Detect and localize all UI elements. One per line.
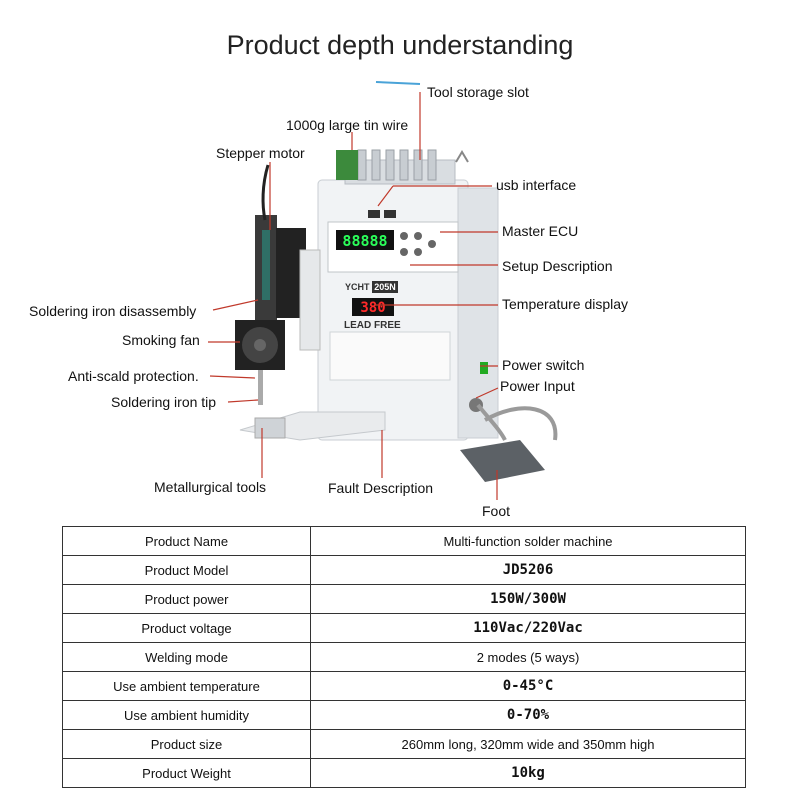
label-power-input: Power Input [500,378,575,394]
label-usb-interface: usb interface [496,177,577,193]
label-tin-wire: 1000g large tin wire [286,117,409,133]
brand-label: YCHT [345,282,370,292]
label-foot: Foot [482,503,511,519]
table-row: Product Name Multi-function solder machi… [62,526,746,556]
label-power-switch: Power switch [502,357,585,373]
spec-value: 2 modes (5 ways) [310,642,746,672]
spec-value: JD5206 [310,555,746,585]
spec-value: 0-45°C [310,671,746,701]
spec-value: 10kg [310,758,746,788]
label-stepper-motor: Stepper motor [216,145,305,161]
temperature-readout: 380 [360,300,385,316]
label-smoking-fan: Smoking fan [122,332,200,348]
page-title: Product depth understanding [226,30,574,60]
spec-key: Use ambient temperature [62,671,311,701]
table-row: Product size 260mm long, 320mm wide and … [62,729,746,759]
model-badge: 205N [374,282,396,292]
spec-key: Product Model [62,555,311,585]
spec-value: 0-70% [310,700,746,730]
table-row: Product power 150W/300W [62,584,746,614]
table-row: Welding mode 2 modes (5 ways) [62,642,746,672]
label-iron-tip: Soldering iron tip [111,394,217,410]
product-illustration: 88888 YCHT 205N 380 LEAD FREE [208,81,558,500]
table-row: Product Model JD5206 [62,555,746,585]
label-temperature-display: Temperature display [502,296,629,312]
label-iron-disassembly: Soldering iron disassembly [29,303,197,319]
spec-key: Use ambient humidity [62,700,311,730]
label-metallurgical-tools: Metallurgical tools [154,479,267,495]
spec-key: Product Weight [62,758,311,788]
table-row: Use ambient temperature 0-45°C [62,671,746,701]
lead-free-label: LEAD FREE [344,320,401,331]
ecu-readout: 88888 [342,232,387,250]
spec-key: Product size [62,729,311,759]
label-fault-description: Fault Description [328,480,434,496]
spec-key: Product Name [62,526,311,556]
label-master-ecu: Master ECU [502,223,579,239]
table-row: Product Weight 10kg [62,758,746,788]
spec-value: 260mm long, 320mm wide and 350mm high [310,729,746,759]
spec-key: Product voltage [62,613,311,643]
spec-value: Multi-function solder machine [310,526,746,556]
spec-value: 150W/300W [310,584,746,614]
spec-value: 110Vac/220Vac [310,613,746,643]
table-row: Product voltage 110Vac/220Vac [62,613,746,643]
spec-key: Welding mode [62,642,311,672]
specs-table: Product Name Multi-function solder machi… [62,526,746,788]
spec-key: Product power [62,584,311,614]
table-row: Use ambient humidity 0-70% [62,700,746,730]
label-setup-description: Setup Description [502,258,613,274]
label-anti-scald: Anti-scald protection. [68,368,199,384]
label-tool-storage-slot: Tool storage slot [427,84,529,100]
